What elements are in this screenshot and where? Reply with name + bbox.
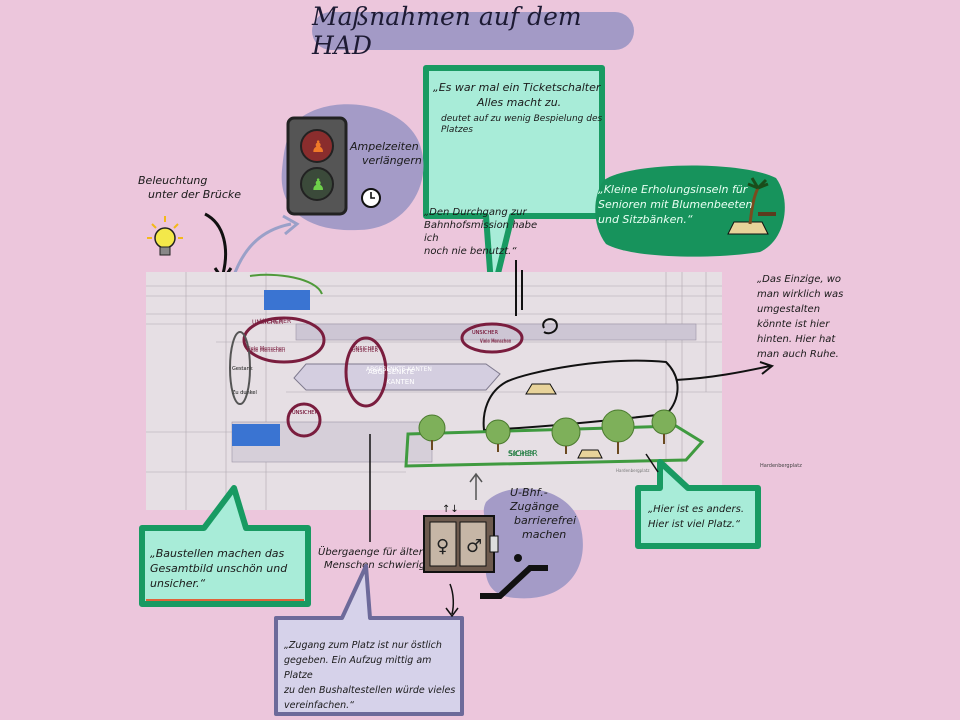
svg-text:ABGESENKTE: ABGESENKTE bbox=[368, 368, 414, 376]
hier-line-2: Hier ist viel Platz.“ bbox=[648, 519, 741, 530]
ubahn-line-2: Zugänge bbox=[510, 500, 559, 513]
baustellen-line-2: Gesamtbild unschön und bbox=[150, 562, 288, 575]
bahnhofsmission-arrows bbox=[515, 260, 558, 335]
zugang-line-2: gegeben. Ein Aufzug mittig am Platze bbox=[284, 655, 432, 681]
map-label-gestank: Gestank bbox=[232, 366, 253, 372]
svg-text:Viele Menschen: Viele Menschen bbox=[480, 338, 512, 343]
hier-text: „Hier ist es anders. Hier ist viel Platz… bbox=[648, 502, 764, 532]
einzige-line-2: man wirklich was bbox=[757, 289, 844, 300]
map-label-viele-menschen-2: Viele Menschen bbox=[480, 339, 512, 344]
bahnhofsmission-line-3: noch nie benutzt.“ bbox=[424, 246, 517, 257]
svg-text:♟: ♟ bbox=[311, 137, 325, 156]
bahnhofsmission-text: „Den Durchgang zur Bahnhofsmission habe … bbox=[424, 206, 554, 258]
svg-text:SICHER: SICHER bbox=[508, 449, 538, 458]
zugang-text: „Zugang zum Platz ist nur östlich gegebe… bbox=[284, 638, 462, 713]
ticket-line-1: „Es war mal ein Ticketschalter bbox=[433, 81, 601, 94]
map-label-unsicher-2: UNSICHER bbox=[352, 346, 378, 352]
svg-text:♀: ♀ bbox=[436, 536, 449, 557]
erholung-line-1: „Kleine Erholungsinseln für bbox=[598, 183, 748, 196]
ticket-line-3: deutet auf zu wenig Bespielung des bbox=[441, 114, 603, 124]
uebergang-line-2: Menschen schwierig bbox=[324, 560, 426, 571]
zugang-bubble bbox=[274, 564, 464, 716]
ubahn-line-4: machen bbox=[522, 528, 567, 541]
uebergang-text: Übergaenge für ältere Menschen schwierig bbox=[318, 546, 438, 572]
svg-text:↑↓: ↑↓ bbox=[442, 504, 459, 515]
zugang-arrow bbox=[445, 583, 459, 618]
escalator-icon bbox=[480, 565, 548, 599]
svg-text:KANTEN: KANTEN bbox=[386, 378, 414, 386]
hier-bubble bbox=[635, 459, 761, 549]
ubahn-line-3: barrierefrei bbox=[514, 514, 577, 527]
map-label-unsicher-3: UNSICHER bbox=[472, 330, 498, 336]
ubahn-arrow bbox=[469, 472, 483, 500]
beleuchtung-line-2: unter der Brücke bbox=[148, 188, 242, 201]
map-label-zu-dunkel: Zu dunkel bbox=[232, 390, 257, 396]
svg-text:Gestank: Gestank bbox=[232, 366, 253, 372]
svg-text:UNSICHER: UNSICHER bbox=[472, 330, 498, 336]
bahnhofsmission-line-2: Bahnhofsmission habe ich bbox=[424, 220, 538, 244]
einzige-text: „Das Einzige, wo man wirklich was umgest… bbox=[757, 272, 867, 362]
ampel-text: Ampelzeiten verlängern bbox=[350, 140, 440, 168]
beleuchtung-arrow bbox=[204, 212, 227, 275]
hier-line-1: „Hier ist es anders. bbox=[648, 504, 745, 515]
ticket-line-2: Alles macht zu. bbox=[477, 96, 562, 109]
uebergang-line bbox=[369, 434, 371, 542]
erholung-line-2: Senioren mit Blumenbeeten bbox=[598, 198, 753, 211]
ubahn-text: U-Bhf.- Zugänge barrierefrei machen bbox=[510, 486, 586, 542]
einzige-line-4: könnte ist hier bbox=[757, 319, 830, 330]
map-label-street-right: Hardenbergplatz bbox=[760, 463, 802, 469]
bahnhofsmission-line-1: „Den Durchgang zur bbox=[424, 207, 527, 218]
svg-text:♂: ♂ bbox=[466, 536, 482, 557]
baustellen-text: „Baustellen machen das Gesamtbild unschö… bbox=[150, 546, 310, 591]
svg-text:♟: ♟ bbox=[311, 175, 325, 194]
baustellen-bubble bbox=[139, 485, 311, 607]
ampel-line-1: Ampelzeiten bbox=[350, 140, 419, 153]
erholung-text: „Kleine Erholungsinseln für Senioren mit… bbox=[598, 182, 758, 227]
ticket-quote-bubble bbox=[423, 65, 605, 301]
baustellen-line-1: „Baustellen machen das bbox=[150, 547, 285, 560]
svg-text:Viele Menschen: Viele Menschen bbox=[246, 348, 285, 354]
svg-text:UNSICHER: UNSICHER bbox=[292, 410, 318, 416]
einzige-line-5: hinten. Hier hat bbox=[757, 334, 836, 345]
einzige-line-1: „Das Einzige, wo bbox=[757, 274, 842, 285]
beleuchtung-line-1: Beleuchtung bbox=[138, 174, 208, 187]
ubahn-bubble: ♀ ♂ ↑↓ bbox=[423, 488, 583, 599]
svg-text:Zu dunkel: Zu dunkel bbox=[232, 390, 257, 396]
ticket-quote: „Es war mal ein Ticketschalter Alles mac… bbox=[433, 80, 603, 136]
ampel-line-2: verlängern bbox=[362, 154, 422, 167]
einzige-arrow bbox=[675, 361, 775, 381]
zugang-line-3: zu den Bushaltestellen würde vieles bbox=[284, 685, 456, 696]
zugang-line-1: „Zugang zum Platz ist nur östlich bbox=[284, 640, 442, 651]
ubahn-line-1: U-Bhf.- bbox=[510, 486, 548, 499]
beleuchtung-text: Beleuchtung unter der Brücke bbox=[138, 174, 258, 202]
einzige-line-6: man auch Ruhe. bbox=[757, 349, 839, 360]
svg-text:UNSICHER: UNSICHER bbox=[252, 319, 283, 326]
map-label-unsicher-4: UNSICHER bbox=[292, 410, 318, 416]
uebergang-line-1: Übergaenge für ältere bbox=[318, 547, 429, 558]
baustellen-line-3: unsicher.“ bbox=[150, 577, 206, 590]
map-label-abgesenkte-kanten: ABGESENKTE KANTEN bbox=[366, 366, 432, 373]
svg-text:UNSICHER: UNSICHER bbox=[352, 348, 378, 354]
erholung-line-3: und Sitzbänken.“ bbox=[598, 213, 693, 226]
traffic-light-bubble: ♟ ♟ bbox=[281, 104, 424, 231]
site-plan-map: ABGESENKTE KANTEN SICHER UNSICHER Viele … bbox=[146, 272, 722, 510]
map-label-sicher: SICHER bbox=[508, 450, 534, 458]
ticket-line-4: Platzes bbox=[441, 125, 473, 135]
einzige-line-3: umgestalten bbox=[757, 304, 821, 315]
map-label-unsicher-1: UNSICHER bbox=[260, 318, 292, 325]
zugang-line-4: vereinfachen.“ bbox=[284, 700, 355, 711]
page-title: Maßnahmen auf dem HAD bbox=[312, 2, 634, 60]
hier-arrow bbox=[645, 453, 659, 473]
svg-text:Hardenbergplatz: Hardenbergplatz bbox=[616, 468, 649, 473]
map-label-viel-menschen: Viele Menschen bbox=[246, 346, 286, 352]
erholung-bubble bbox=[595, 165, 785, 257]
